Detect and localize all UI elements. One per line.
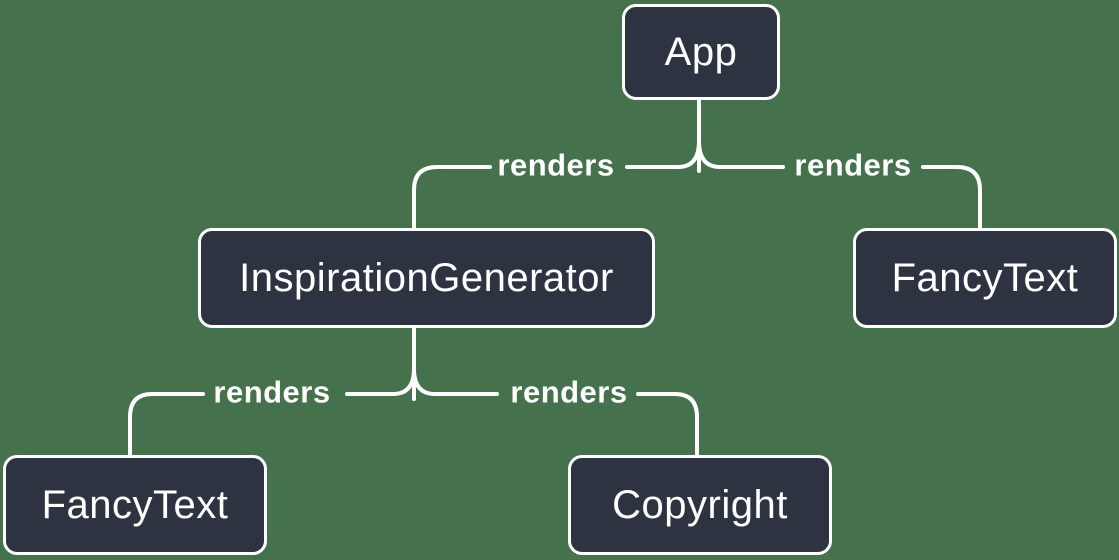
edge-inspirationgenerator-to-copyright-right-branch	[412, 367, 499, 396]
node-copyright: Copyright	[568, 455, 832, 555]
edge-inspirationgenerator-to-copyright-drop	[636, 392, 699, 457]
edge-label-inspirationgenerator-fancytext: renders	[213, 374, 331, 410]
edge-app-to-fancytext-drop	[921, 165, 982, 230]
edge-inspirationgenerator-to-fancytext-drop	[128, 392, 205, 457]
edge-label-inspirationgenerator-copyright: renders	[510, 374, 628, 410]
node-fancy-text-top: FancyText	[853, 228, 1117, 328]
node-app: App	[622, 4, 780, 100]
node-fancy-text-bottom: FancyText	[3, 455, 267, 555]
edge-label-app-fancytext: renders	[794, 147, 912, 183]
edge-label-app-inspirationgenerator: renders	[497, 147, 615, 183]
edge-app-to-inspirationgenerator-left-branch	[625, 139, 701, 169]
junction-app	[412, 98, 982, 230]
edge-app-to-inspirationgenerator-drop	[412, 165, 492, 230]
edge-app-to-fancytext-right-branch	[697, 139, 785, 169]
node-inspiration-generator: InspirationGenerator	[198, 228, 655, 328]
junction-inspirationgenerator	[128, 326, 699, 457]
edge-inspirationgenerator-to-fancytext-left-branch	[345, 367, 416, 396]
